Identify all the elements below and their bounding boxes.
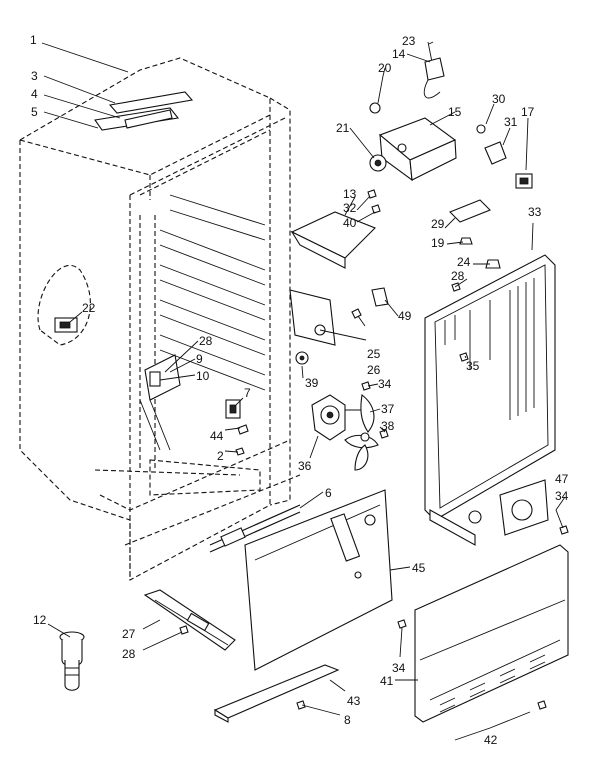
screws-32-40 bbox=[367, 189, 381, 214]
part-14-socket bbox=[423, 41, 445, 99]
callout-39: 39 bbox=[305, 376, 319, 390]
callout-47: 47 bbox=[555, 472, 569, 486]
callout-6: 6 bbox=[325, 486, 332, 500]
part-13-duct bbox=[290, 211, 376, 269]
callout-44: 44 bbox=[210, 429, 224, 443]
part-20-cap bbox=[369, 102, 381, 114]
top-bracket-parts bbox=[94, 91, 194, 131]
callout-25: 25 bbox=[367, 347, 381, 361]
callout-37: 37 bbox=[381, 402, 395, 416]
part-12-leg bbox=[59, 631, 85, 691]
part-22-latch bbox=[54, 317, 78, 333]
part-30-31-17 bbox=[476, 124, 533, 189]
part-43-kickplate bbox=[213, 664, 340, 723]
part-9-10-bracket bbox=[139, 354, 181, 451]
leader-lines bbox=[41, 41, 566, 741]
callout-30: 30 bbox=[492, 92, 506, 106]
callout-28-mid: 28 bbox=[199, 334, 213, 348]
callout-33: 33 bbox=[528, 205, 542, 219]
callout-41: 41 bbox=[380, 674, 394, 688]
callout-28-top: 28 bbox=[451, 269, 465, 283]
callout-19: 19 bbox=[431, 236, 445, 250]
part-39-grommet bbox=[295, 351, 309, 365]
callout-9: 9 bbox=[196, 352, 203, 366]
part-6-tube bbox=[209, 504, 301, 553]
callout-27: 27 bbox=[122, 627, 136, 641]
part-45-panel bbox=[244, 489, 393, 671]
callout-7: 7 bbox=[244, 386, 251, 400]
callout-15: 15 bbox=[448, 105, 462, 119]
callout-10: 10 bbox=[196, 369, 210, 383]
callout-34-fan: 34 bbox=[378, 377, 392, 391]
parts-29-19-24 bbox=[449, 199, 501, 269]
callout-31: 31 bbox=[504, 115, 518, 129]
screws-34-38 bbox=[361, 381, 389, 439]
screw-34-grille bbox=[179, 619, 547, 710]
part-33-evaporator-cover bbox=[424, 254, 556, 546]
callout-8: 8 bbox=[344, 713, 351, 727]
callout-12: 12 bbox=[33, 613, 47, 627]
part-15-housing bbox=[378, 117, 457, 182]
callout-40: 40 bbox=[343, 216, 357, 230]
callout-35: 35 bbox=[466, 359, 480, 373]
callout-38: 38 bbox=[381, 419, 395, 433]
callout-labels: 1 3 4 5 23 14 20 15 30 31 17 21 13 32 40… bbox=[30, 33, 569, 747]
callout-13: 13 bbox=[343, 187, 357, 201]
callout-5: 5 bbox=[31, 105, 38, 119]
part-41-grille bbox=[414, 544, 569, 723]
callout-49: 49 bbox=[398, 309, 412, 323]
callout-1: 1 bbox=[30, 33, 37, 47]
callout-23: 23 bbox=[402, 34, 416, 48]
callout-26: 26 bbox=[367, 363, 381, 377]
callout-34-right: 34 bbox=[555, 489, 569, 503]
callout-34-bottom: 34 bbox=[392, 661, 406, 675]
part-21-knob bbox=[369, 154, 387, 172]
cabinet-outline bbox=[19, 57, 301, 581]
callout-17: 17 bbox=[521, 105, 535, 119]
cabinet-ribs bbox=[139, 194, 266, 470]
callout-2: 2 bbox=[217, 449, 224, 463]
callout-20: 20 bbox=[378, 61, 392, 75]
part-37-fan-blade bbox=[344, 393, 379, 471]
callout-28-bottom: 28 bbox=[122, 647, 136, 661]
part-27-rail bbox=[143, 589, 236, 651]
part-36-fan-motor bbox=[311, 394, 362, 441]
screws-35-28 bbox=[451, 282, 569, 535]
callout-14: 14 bbox=[392, 47, 406, 61]
callout-22: 22 bbox=[82, 301, 96, 315]
parts-49-25-26 bbox=[289, 287, 389, 346]
callout-43: 43 bbox=[347, 694, 361, 708]
callout-21: 21 bbox=[336, 121, 350, 135]
callout-4: 4 bbox=[31, 87, 38, 101]
callout-3: 3 bbox=[31, 69, 38, 83]
callout-29: 29 bbox=[431, 217, 445, 231]
callout-45: 45 bbox=[412, 561, 426, 575]
callout-24: 24 bbox=[457, 255, 471, 269]
callout-42: 42 bbox=[484, 733, 498, 747]
callout-36: 36 bbox=[298, 459, 312, 473]
screws-44-2 bbox=[235, 424, 249, 456]
callout-32: 32 bbox=[343, 201, 357, 215]
